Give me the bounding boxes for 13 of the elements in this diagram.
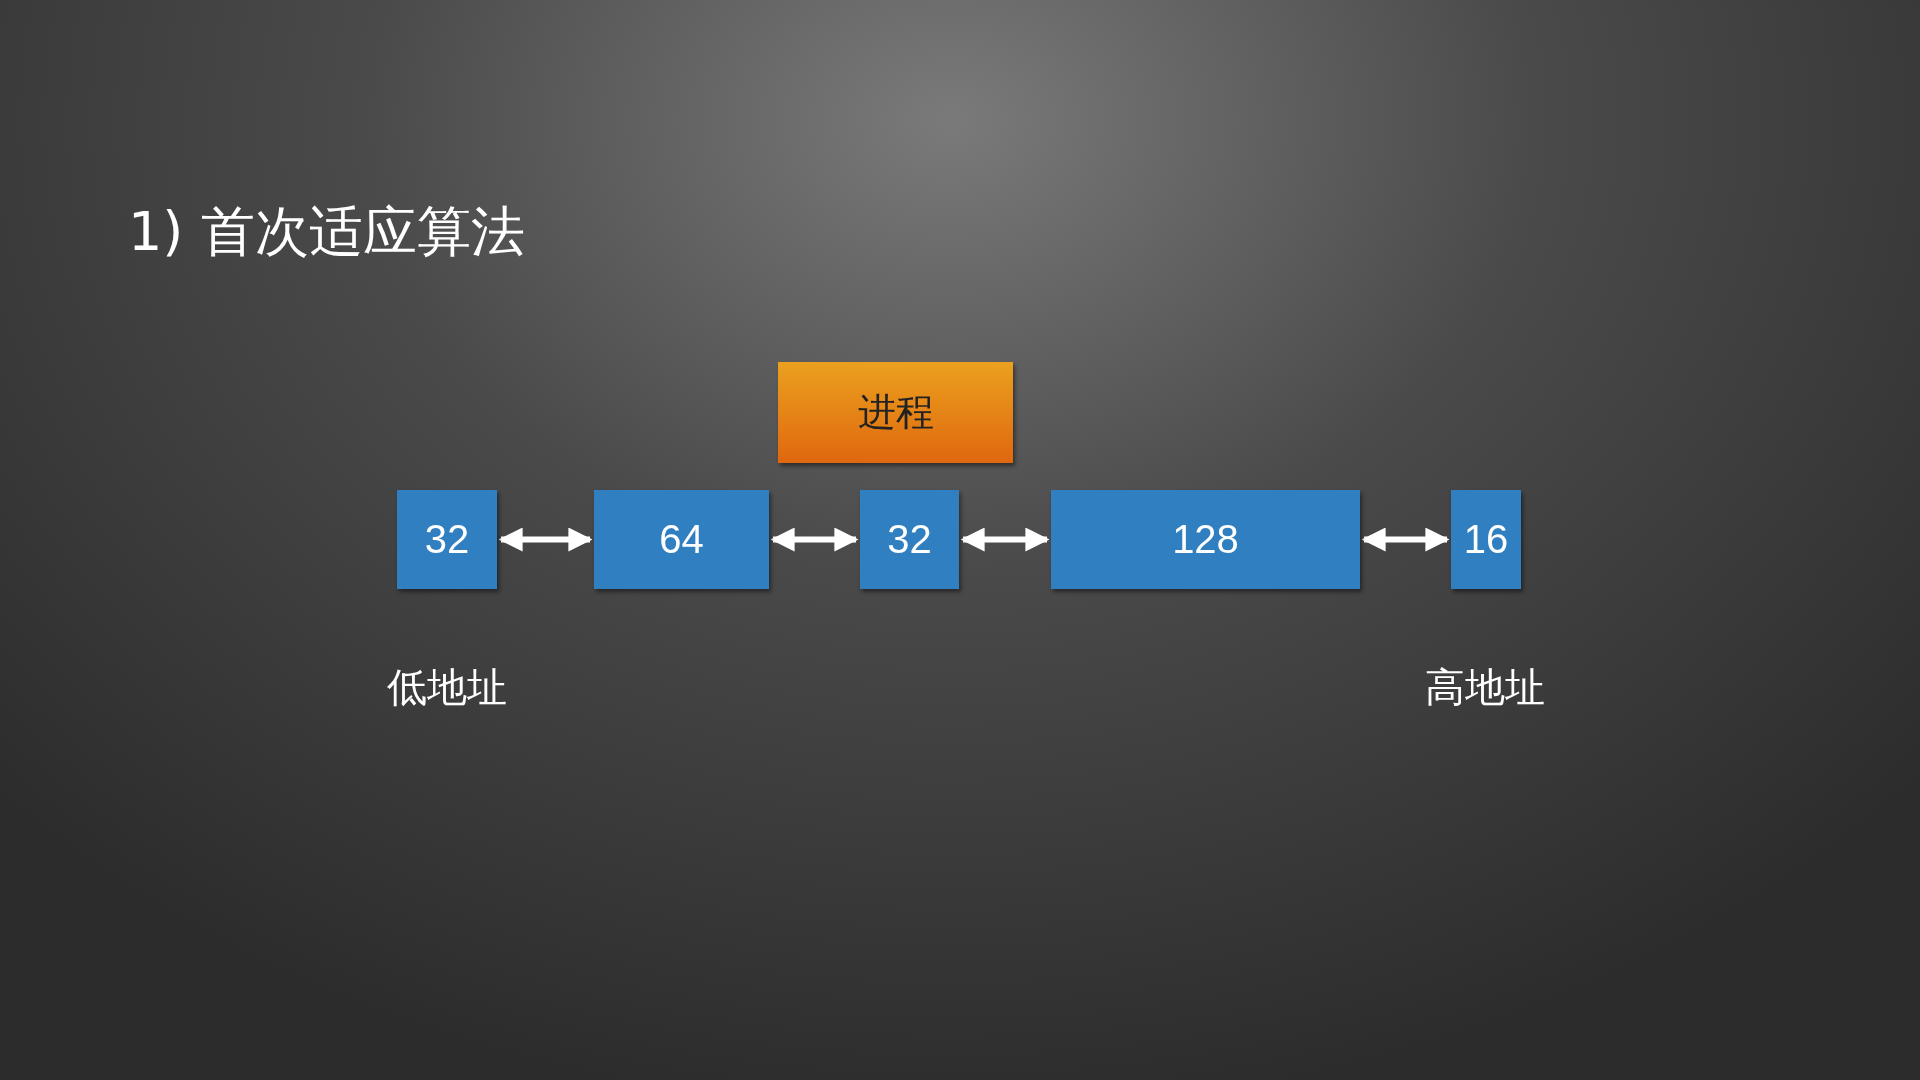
memory-block: 32 (860, 490, 959, 589)
process-box: 进程 (778, 362, 1013, 463)
memory-block: 16 (1451, 490, 1521, 589)
double-arrow (770, 527, 859, 552)
address-label: 高地址 (1425, 663, 1545, 712)
double-arrow (498, 527, 593, 552)
memory-block: 64 (594, 490, 769, 589)
address-label: 低地址 (387, 663, 507, 712)
title: 1) 首次适应算法 (128, 199, 525, 265)
double-arrow (960, 527, 1050, 552)
memory-block: 32 (397, 490, 497, 589)
memory-block: 128 (1051, 490, 1360, 589)
double-arrow (1361, 527, 1450, 552)
